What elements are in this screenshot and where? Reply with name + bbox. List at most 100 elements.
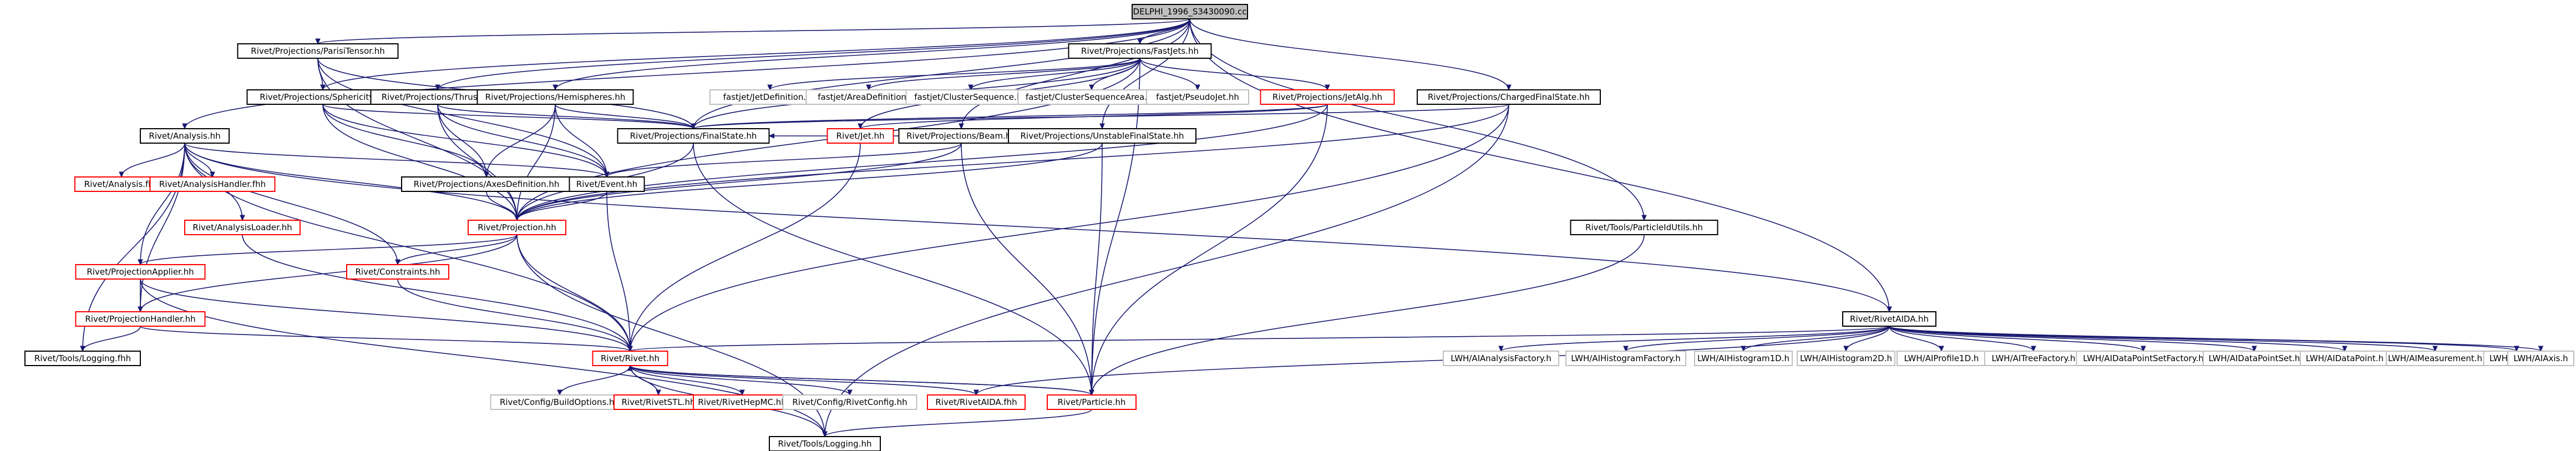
edge-arrowhead xyxy=(1939,346,1944,352)
node-rivet-tools-logging-fhh[interactable]: Rivet/Tools/Logging.fhh xyxy=(24,351,141,366)
node-box[interactable] xyxy=(1008,128,1196,144)
node-lwh-aidatapointsetfactory-h[interactable]: LWH/AIDataPointSetFactory.h xyxy=(2076,351,2211,366)
node-rivet-particle-hh[interactable]: Rivet/Particle.hh xyxy=(1047,394,1137,410)
node-rivet-analysishandler-fhh[interactable]: Rivet/AnalysisHandler.fhh xyxy=(149,176,276,192)
node-rivet-analysis-hh[interactable]: Rivet/Analysis.hh xyxy=(140,128,230,144)
node-box[interactable] xyxy=(140,128,230,144)
node-box[interactable] xyxy=(1047,394,1137,410)
node-rivet-event-hh[interactable]: Rivet/Event.hh xyxy=(569,176,645,192)
node-box[interactable] xyxy=(592,351,668,366)
node-lwh-aianalysisfactory-h[interactable]: LWH/AIAnalysisFactory.h xyxy=(1443,351,1559,366)
node-rivet-rivetaida-fhh[interactable]: Rivet/RivetAIDA.fhh xyxy=(927,394,1026,410)
edge-arrowhead xyxy=(627,346,633,352)
node-lwh-aihistogramfactory-h[interactable]: LWH/AIHistogramFactory.h xyxy=(1565,351,1686,366)
node-rivet-projection-hh[interactable]: Rivet/Projection.hh xyxy=(468,220,566,235)
node-rivet-projections-chargedfinalstate-hh[interactable]: Rivet/Projections/ChargedFinalState.hh xyxy=(1417,89,1601,105)
node-lwh-aimeasurement-h[interactable]: LWH/AIMeasurement.h xyxy=(2386,351,2484,366)
node-box[interactable] xyxy=(24,351,141,366)
node-rivet-projectionapplier-hh[interactable]: Rivet/ProjectionApplier.hh xyxy=(75,264,206,280)
node-box[interactable] xyxy=(2507,351,2574,366)
node-box[interactable] xyxy=(2386,351,2484,366)
edge-line xyxy=(317,58,607,178)
node-box[interactable] xyxy=(927,394,1026,410)
edge-line xyxy=(961,18,1190,129)
node-rivet-tools-logging-hh[interactable]: Rivet/Tools/Logging.hh xyxy=(769,436,881,451)
node-lwh-aihistogram1d-h[interactable]: LWH/AIHistogram1D.h xyxy=(1694,351,1793,366)
node-lwh-aiaxis-h[interactable]: LWH/AIAxis.h xyxy=(2507,351,2574,366)
node-label: Rivet/Jet.hh xyxy=(836,131,885,141)
node-box[interactable] xyxy=(184,220,301,235)
node-lwh-aitreefactory-h[interactable]: LWH/AITreeFactory.h xyxy=(1984,351,2083,366)
node-box[interactable] xyxy=(490,394,630,410)
edge-root-to-beam xyxy=(959,18,1190,130)
node-rivet-projections-hemispheres-hh[interactable]: Rivet/Projections/Hemispheres.hh xyxy=(476,89,634,105)
node-rivet-rivetaida-hh[interactable]: Rivet/RivetAIDA.hh xyxy=(1842,311,1936,327)
node-box[interactable] xyxy=(1132,4,1248,19)
node-fastjet-pseudojet-hh[interactable]: fastjet/PseudoJet.hh xyxy=(1146,89,1249,105)
node-lwh-aidatapointset-h[interactable]: LWH/AIDataPointSet.h xyxy=(2203,351,2306,366)
node-box[interactable] xyxy=(1068,43,1212,59)
node-lwh-aidatapoint-h[interactable]: LWH/AIDataPoint.h xyxy=(2300,351,2390,366)
edge-analysis-to-rivetaida xyxy=(184,143,1892,313)
node-lwh-aiprofile1d-h[interactable]: LWH/AIProfile1D.h xyxy=(1896,351,1986,366)
node-box[interactable] xyxy=(613,394,703,410)
node-box[interactable] xyxy=(905,89,1036,105)
edge-arrowhead xyxy=(1325,84,1330,91)
node-delphi-1996-s3430090-cc[interactable]: DELPHI_1996_S3430090.cc xyxy=(1132,4,1248,19)
node-box[interactable] xyxy=(476,89,634,105)
node-rivet-analysisloader-hh[interactable]: Rivet/AnalysisLoader.hh xyxy=(184,220,301,235)
edge-arrowhead xyxy=(1089,389,1094,396)
node-box[interactable] xyxy=(826,128,894,144)
node-box[interactable] xyxy=(1017,89,1166,105)
node-box[interactable] xyxy=(1896,351,1986,366)
node-box[interactable] xyxy=(617,128,770,144)
edge-line xyxy=(140,143,185,265)
node-box[interactable] xyxy=(1146,89,1249,105)
edge-rivetaida-to-lwh_dps xyxy=(1889,326,2257,352)
node-rivet-config-buildoptions-hh[interactable]: Rivet/Config/BuildOptions.hh xyxy=(490,394,630,410)
edge-projhandler-to-loggingfhh xyxy=(80,326,141,352)
edge-analysis-to-analysisfh xyxy=(119,143,185,178)
edge-fastjets-to-clusterseqarea xyxy=(1089,58,1140,91)
node-box[interactable] xyxy=(1694,351,1793,366)
node-rivet-rivethepmc-hh[interactable]: Rivet/RivetHepMC.hh xyxy=(693,394,792,410)
node-rivet-projections-parisitensor-hh[interactable]: Rivet/Projections/ParisiTensor.hh xyxy=(237,43,399,59)
node-fastjet-clustersequence-hh[interactable]: fastjet/ClusterSequence.hh xyxy=(905,89,1036,105)
node-box[interactable] xyxy=(782,394,917,410)
node-box[interactable] xyxy=(1417,89,1601,105)
node-rivet-rivetstl-hh[interactable]: Rivet/RivetSTL.hh xyxy=(613,394,703,410)
edge-fastjets-to-clusterseq xyxy=(968,58,1140,91)
node-rivet-jet-hh[interactable]: Rivet/Jet.hh xyxy=(826,128,894,144)
node-box[interactable] xyxy=(237,43,399,59)
node-box[interactable] xyxy=(1260,89,1395,105)
node-lwh-aihistogram2d-h[interactable]: LWH/AIHistogram2D.h xyxy=(1797,351,1895,366)
node-rivet-projections-finalstate-hh[interactable]: Rivet/Projections/FinalState.hh xyxy=(617,128,770,144)
node-rivet-projections-axesdefinition-hh[interactable]: Rivet/Projections/AxesDefinition.hh xyxy=(401,176,572,192)
node-box[interactable] xyxy=(569,176,645,192)
node-rivet-projections-jetalg-hh[interactable]: Rivet/Projections/JetAlg.hh xyxy=(1260,89,1395,105)
node-box[interactable] xyxy=(1570,220,1718,235)
node-rivet-projections-fastjets-hh[interactable]: Rivet/Projections/FastJets.hh xyxy=(1068,43,1212,59)
node-box[interactable] xyxy=(1565,351,1686,366)
node-box[interactable] xyxy=(1797,351,1895,366)
node-rivet-projectionhandler-hh[interactable]: Rivet/ProjectionHandler.hh xyxy=(75,311,206,327)
node-box[interactable] xyxy=(769,436,881,451)
node-rivet-projections-unstablefinalstate-hh[interactable]: Rivet/Projections/UnstableFinalState.hh xyxy=(1008,128,1196,144)
edge-arrowhead xyxy=(767,84,773,91)
node-rivet-rivet-hh[interactable]: Rivet/Rivet.hh xyxy=(592,351,668,366)
node-box[interactable] xyxy=(75,311,206,327)
node-rivet-tools-particleidutils-hh[interactable]: Rivet/Tools/ParticleIdUtils.hh xyxy=(1570,220,1718,235)
node-box[interactable] xyxy=(1443,351,1559,366)
edge-rivet-to-buildopts xyxy=(557,365,631,396)
node-box[interactable] xyxy=(346,264,449,280)
node-box[interactable] xyxy=(2076,351,2211,366)
node-box[interactable] xyxy=(468,220,566,235)
node-rivet-config-rivetconfig-hh[interactable]: Rivet/Config/RivetConfig.hh xyxy=(782,394,917,410)
node-box[interactable] xyxy=(75,264,206,280)
node-rivet-projections-beam-hh[interactable]: Rivet/Projections/Beam.hh xyxy=(898,128,1025,144)
node-fastjet-clustersequencearea-hh[interactable]: fastjet/ClusterSequenceArea.hh xyxy=(1017,89,1166,105)
node-box[interactable] xyxy=(149,176,276,192)
node-box[interactable] xyxy=(1842,311,1936,327)
node-rivet-constraints-hh[interactable]: Rivet/Constraints.hh xyxy=(346,264,449,280)
node-box[interactable] xyxy=(2203,351,2306,366)
